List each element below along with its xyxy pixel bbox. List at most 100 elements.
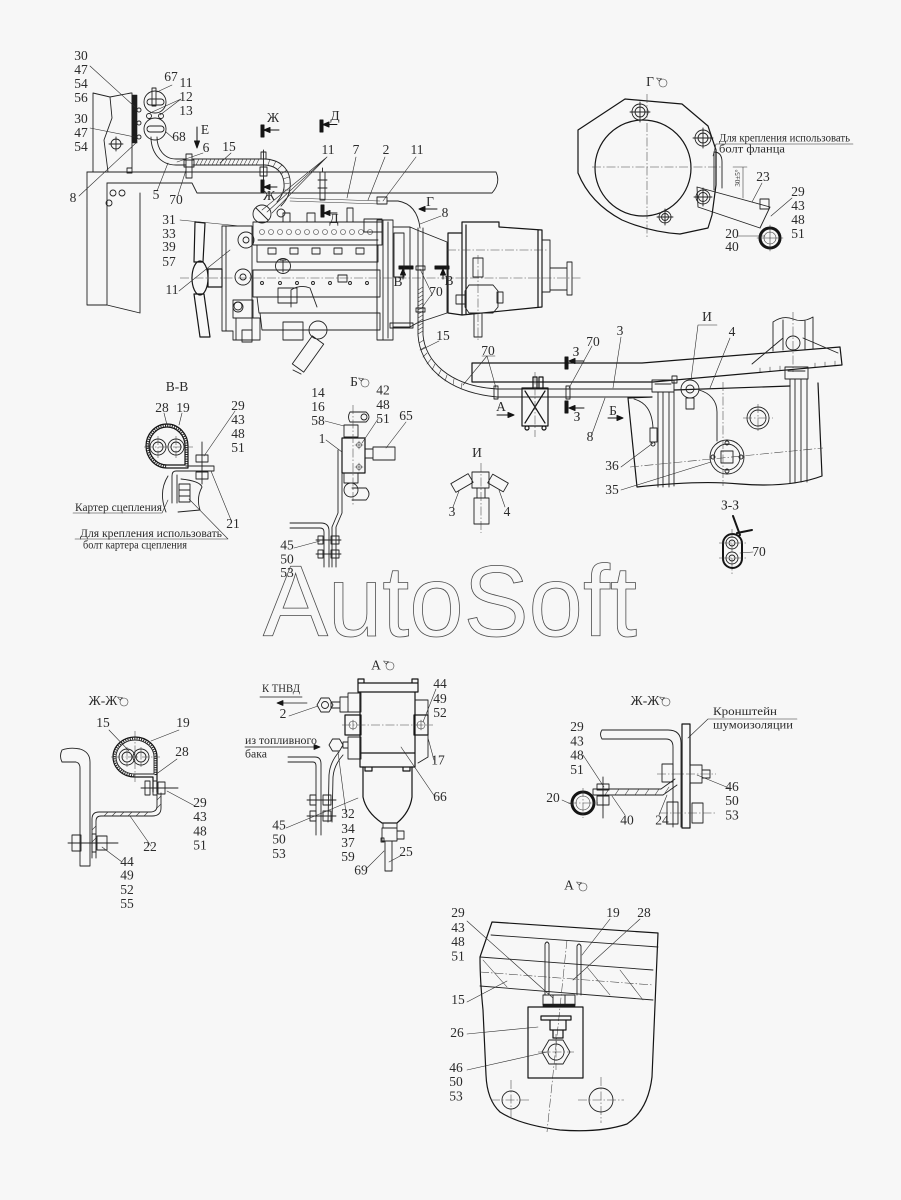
callout-line-3[interactable]: 3 bbox=[617, 323, 624, 338]
callout-fasteners[interactable]: 51 bbox=[791, 226, 805, 241]
callout-bolts[interactable]: 42 bbox=[376, 383, 390, 398]
callout-pipe-6[interactable]: 6 bbox=[203, 140, 210, 155]
callout-drain-valve-69[interactable]: 69 bbox=[354, 863, 368, 878]
callout-clamp-19[interactable]: 19 bbox=[606, 905, 620, 920]
callout-strap-28[interactable]: 28 bbox=[155, 400, 169, 415]
callout-tee-1[interactable]: 1 bbox=[319, 431, 326, 446]
callout-line-4[interactable]: 4 bbox=[729, 324, 736, 339]
callout-clamp-fasteners[interactable]: 13 bbox=[179, 103, 193, 118]
callout-bracket-17[interactable]: 17 bbox=[431, 753, 445, 768]
callout-fan-fasteners[interactable]: 33 bbox=[162, 226, 176, 241]
callout-clamp-19[interactable]: 19 bbox=[176, 400, 190, 415]
callout-clamp-fasteners[interactable]: 11 bbox=[180, 75, 193, 90]
callout-fasteners[interactable]: 43 bbox=[231, 412, 245, 427]
callout-fasteners[interactable]: 43 bbox=[193, 809, 207, 824]
callout-fasteners[interactable]: 29 bbox=[193, 795, 207, 810]
callout-fasteners[interactable]: 43 bbox=[451, 920, 465, 935]
callout-mount[interactable]: 50 bbox=[280, 552, 294, 567]
callout-fasteners[interactable]: 48 bbox=[231, 426, 245, 441]
callout-fittings[interactable]: 37 bbox=[341, 835, 355, 850]
callout-fasteners[interactable]: 29 bbox=[570, 719, 584, 734]
callout-sensor-65[interactable]: 65 bbox=[399, 408, 413, 423]
callout-cab-mount-upper[interactable]: 56 bbox=[74, 90, 88, 105]
callout-mount[interactable]: 53 bbox=[725, 808, 739, 823]
callout-bracket-24[interactable]: 24 bbox=[655, 813, 669, 828]
callout-mount[interactable]: 53 bbox=[449, 1089, 463, 1104]
callout-banjo[interactable]: 58 bbox=[311, 413, 325, 428]
callout-strap-28[interactable]: 28 bbox=[175, 744, 189, 759]
callout-flange-35[interactable]: 35 bbox=[605, 482, 619, 497]
callout-banjo[interactable]: 16 bbox=[311, 399, 325, 414]
callout-bracket-22[interactable]: 22 bbox=[143, 839, 157, 854]
callout-mount[interactable]: 45 bbox=[272, 818, 286, 833]
callout-mount[interactable]: 53 bbox=[272, 846, 286, 861]
callout-filter-66[interactable]: 66 bbox=[433, 789, 447, 804]
callout-clamp-11[interactable]: 11 bbox=[411, 142, 424, 157]
callout-fasteners[interactable]: 48 bbox=[193, 824, 207, 839]
callout-hose-15[interactable]: 15 bbox=[451, 992, 465, 1007]
callout-clamp-40[interactable]: 40 bbox=[725, 239, 739, 254]
callout-mount[interactable]: 52 bbox=[120, 882, 134, 897]
callout-fasteners[interactable]: 48 bbox=[570, 748, 584, 763]
callout-mount[interactable]: 49 bbox=[120, 868, 134, 883]
callout-line-8[interactable]: 8 bbox=[70, 190, 77, 205]
callout-fasteners[interactable]: 51 bbox=[451, 949, 465, 964]
callout-mount[interactable]: 53 bbox=[280, 565, 294, 580]
callout-mount[interactable]: 45 bbox=[280, 538, 294, 553]
callout-fittings[interactable]: 34 bbox=[341, 821, 355, 836]
callout-mount[interactable]: 46 bbox=[449, 1060, 463, 1075]
callout-pad-40[interactable]: 40 bbox=[620, 813, 634, 828]
callout-bracket-23[interactable]: 23 bbox=[756, 169, 770, 184]
callout-clip-70[interactable]: 70 bbox=[586, 334, 600, 349]
callout-cab-mount-lower[interactable]: 30 bbox=[74, 111, 88, 126]
callout-block-26[interactable]: 26 bbox=[450, 1025, 464, 1040]
callout-mount[interactable]: 50 bbox=[725, 793, 739, 808]
callout-clip-70[interactable]: 70 bbox=[169, 192, 183, 207]
callout-bolts[interactable]: 48 bbox=[376, 397, 390, 412]
callout-clamp-11[interactable]: 11 bbox=[322, 142, 335, 157]
callout-fasteners[interactable]: 29 bbox=[231, 398, 245, 413]
callout-hose-15[interactable]: 15 bbox=[96, 715, 110, 730]
callout-clamp-20[interactable]: 20 bbox=[725, 226, 739, 241]
callout-mount[interactable]: 44 bbox=[120, 854, 134, 869]
callout-fasteners[interactable]: 29 bbox=[791, 184, 805, 199]
callout-clip-70[interactable]: 70 bbox=[429, 284, 443, 299]
callout-fittings[interactable]: 32 bbox=[341, 806, 355, 821]
callout-cab-mount-upper[interactable]: 47 bbox=[74, 62, 88, 77]
callout-line-7[interactable]: 7 bbox=[353, 142, 360, 157]
callout-clamp-20[interactable]: 20 bbox=[546, 790, 560, 805]
callout-line-2[interactable]: 2 bbox=[280, 706, 287, 721]
callout-strap-28[interactable]: 28 bbox=[637, 905, 651, 920]
callout-fasteners[interactable]: 51 bbox=[570, 762, 584, 777]
callout-clamp-67[interactable]: 67 bbox=[164, 69, 178, 84]
callout-line-4[interactable]: 4 bbox=[504, 504, 511, 519]
callout-line-2[interactable]: 2 bbox=[383, 142, 390, 157]
callout-clamp-11[interactable]: 11 bbox=[166, 282, 179, 297]
callout-clip-70[interactable]: 70 bbox=[481, 343, 495, 358]
callout-clamp-fasteners[interactable]: 12 bbox=[179, 89, 193, 104]
callout-fan-fasteners[interactable]: 57 bbox=[162, 254, 176, 269]
callout-cab-mount-lower[interactable]: 54 bbox=[74, 139, 88, 154]
callout-fasteners[interactable]: 43 bbox=[791, 198, 805, 213]
callout-pipe-5[interactable]: 5 bbox=[153, 187, 160, 202]
callout-bolts[interactable]: 44 bbox=[433, 676, 447, 691]
callout-mount[interactable]: 50 bbox=[272, 832, 286, 847]
callout-fasteners[interactable]: 48 bbox=[451, 934, 465, 949]
callout-cab-mount-upper[interactable]: 54 bbox=[74, 76, 88, 91]
callout-line-8[interactable]: 8 bbox=[587, 429, 594, 444]
callout-fasteners[interactable]: 51 bbox=[193, 838, 207, 853]
callout-fan-fasteners[interactable]: 39 bbox=[162, 239, 176, 254]
callout-cab-mount-upper[interactable]: 30 bbox=[74, 48, 88, 63]
callout-fasteners[interactable]: 48 bbox=[791, 212, 805, 227]
callout-mount[interactable]: 50 bbox=[449, 1074, 463, 1089]
callout-clamp-19[interactable]: 19 bbox=[176, 715, 190, 730]
callout-fittings[interactable]: 59 bbox=[341, 849, 355, 864]
callout-fasteners[interactable]: 29 bbox=[451, 905, 465, 920]
callout-mount[interactable]: 55 bbox=[120, 896, 134, 911]
callout-fasteners[interactable]: 43 bbox=[570, 734, 584, 749]
callout-line-3[interactable]: 3 bbox=[449, 504, 456, 519]
callout-hose-15[interactable]: 15 bbox=[436, 328, 450, 343]
callout-bolts[interactable]: 52 bbox=[433, 705, 447, 720]
callout-bolts[interactable]: 51 bbox=[376, 411, 390, 426]
callout-line-8[interactable]: 8 bbox=[442, 205, 449, 220]
